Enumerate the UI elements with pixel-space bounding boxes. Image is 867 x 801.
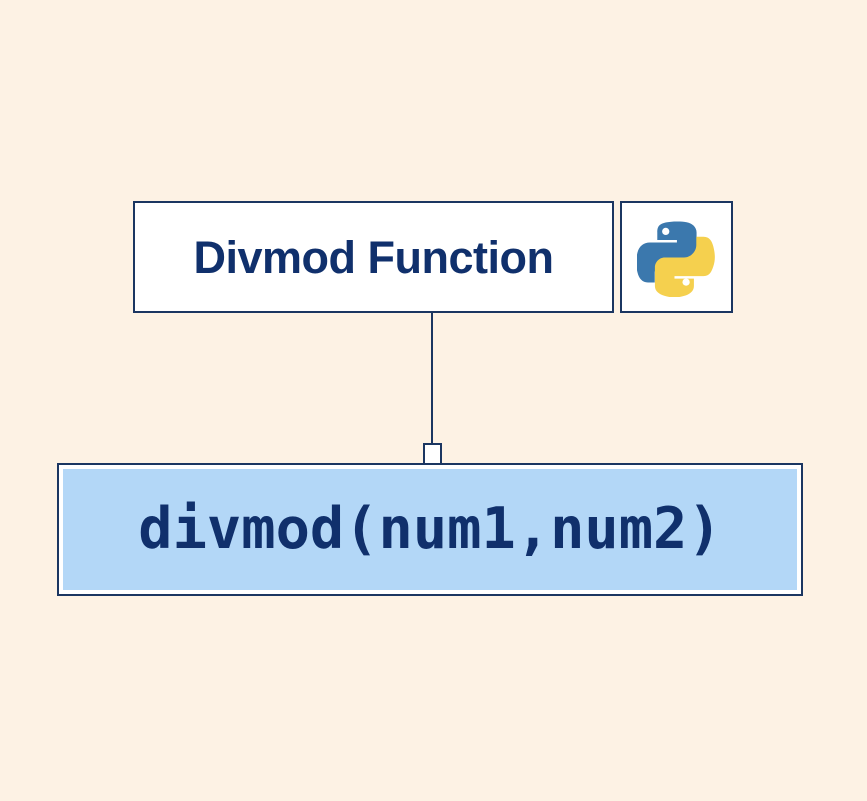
syntax-node-label: divmod(num1,num2): [138, 496, 722, 562]
syntax-node-fill: divmod(num1,num2): [63, 469, 797, 590]
python-logo-node: [620, 201, 733, 313]
title-node-label: Divmod Function: [193, 231, 554, 283]
syntax-node: divmod(num1,num2): [57, 463, 803, 596]
python-logo-icon: [636, 217, 717, 297]
connector-node-icon: [423, 443, 442, 465]
title-node: Divmod Function: [133, 201, 614, 313]
connector-line-icon: [431, 313, 433, 445]
